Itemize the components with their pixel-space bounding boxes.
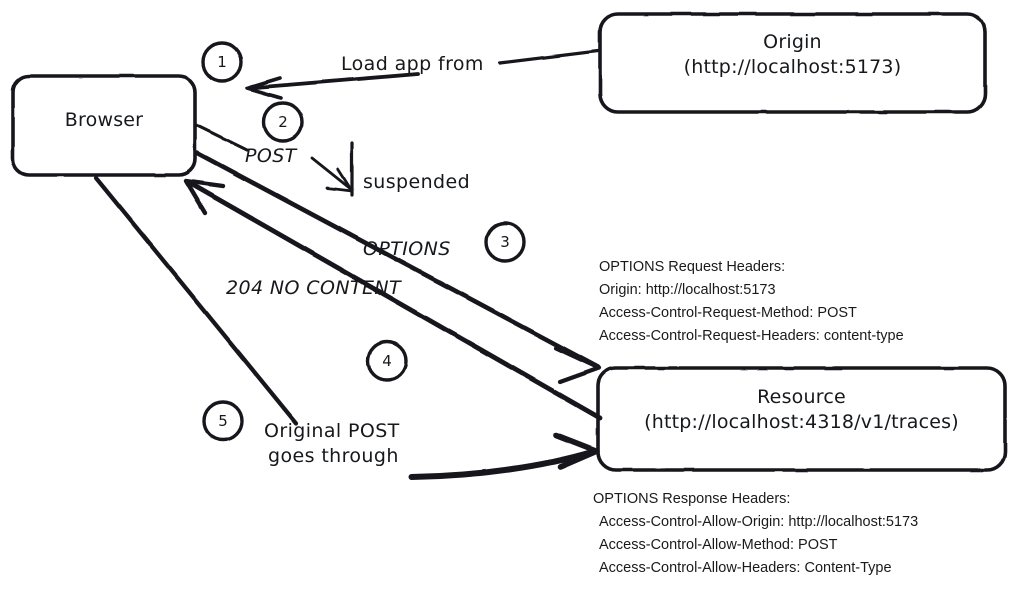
edge-label-goes-through: goes through <box>268 445 399 467</box>
options-response-headers-block: OPTIONS Response Headers: Access-Control… <box>593 488 918 580</box>
edge-label-204-no-content: 204 NO CONTENT <box>226 277 401 299</box>
options-request-headers-title: OPTIONS Request Headers: <box>599 259 786 275</box>
options-response-header-line-3: Access-Control-Allow-Headers: Content-Ty… <box>599 560 892 576</box>
step-circle-4 <box>366 340 408 382</box>
arrow-options-head <box>553 345 602 385</box>
arrow-post-stub <box>194 123 249 152</box>
step-badge-2: 2 <box>264 103 302 141</box>
arrow-options <box>194 150 601 370</box>
arrow-load-app-head <box>245 76 283 100</box>
edge-label-options: OPTIONS <box>363 238 451 260</box>
edge-label-load-app-from: Load app from <box>341 53 484 75</box>
arrow-load-app-right-seg <box>498 49 600 65</box>
resource-node-line-2: (http://localhost:4318/v1/traces) <box>644 410 959 433</box>
options-response-header-line-1: Access-Control-Allow-Origin: http://loca… <box>599 514 919 530</box>
step-badge-4: 4 <box>368 342 406 380</box>
edge-label-suspended: suspended <box>363 171 471 193</box>
origin-box <box>598 12 987 114</box>
step-number-2: 2 <box>278 113 288 131</box>
browser-node-label: Browser <box>13 108 195 133</box>
options-response-header-line-2: Access-Control-Allow-Method: POST <box>599 537 838 553</box>
origin-node-line-2: (http://localhost:5173) <box>683 55 902 78</box>
step-number-5: 5 <box>218 412 228 430</box>
step-number-3: 3 <box>500 233 510 251</box>
arrow-suspended <box>310 156 354 192</box>
arrow-204-head <box>183 178 226 216</box>
origin-node-line-1: Origin <box>763 31 822 53</box>
arrow-204 <box>185 179 603 421</box>
step-badge-3: 3 <box>486 223 524 261</box>
options-request-header-line-2: Access-Control-Request-Method: POST <box>599 305 857 321</box>
browser-node-line-1: Browser <box>64 109 144 131</box>
step-circle-2 <box>262 101 304 143</box>
arrow-original-post-head <box>553 432 600 470</box>
step-circle-5 <box>202 400 244 442</box>
step-badge-5: 5 <box>204 402 242 440</box>
edge-label-post: POST <box>245 145 297 167</box>
resource-node-line-1: Resource <box>757 386 846 408</box>
step-circle-1 <box>201 41 243 83</box>
resource-node-label: Resource (http://localhost:4318/v1/trace… <box>598 385 1005 434</box>
origin-node-label: Origin (http://localhost:5173) <box>600 30 985 79</box>
arrow-load-app-left-seg <box>248 72 420 90</box>
step-number-1: 1 <box>217 53 227 71</box>
arrow-original-post <box>409 449 595 480</box>
options-request-headers-block: OPTIONS Request Headers: Origin: http://… <box>599 256 904 348</box>
line-original-post-leader <box>93 175 299 426</box>
step-circle-3 <box>484 221 526 263</box>
edge-label-original-post: Original POST <box>264 420 400 442</box>
options-request-header-line-3: Access-Control-Request-Headers: content-… <box>599 328 904 344</box>
step-badge-1: 1 <box>203 43 241 81</box>
options-response-headers-title: OPTIONS Response Headers: <box>593 491 791 507</box>
step-number-4: 4 <box>382 352 392 370</box>
options-request-header-line-1: Origin: http://localhost:5173 <box>599 282 776 298</box>
